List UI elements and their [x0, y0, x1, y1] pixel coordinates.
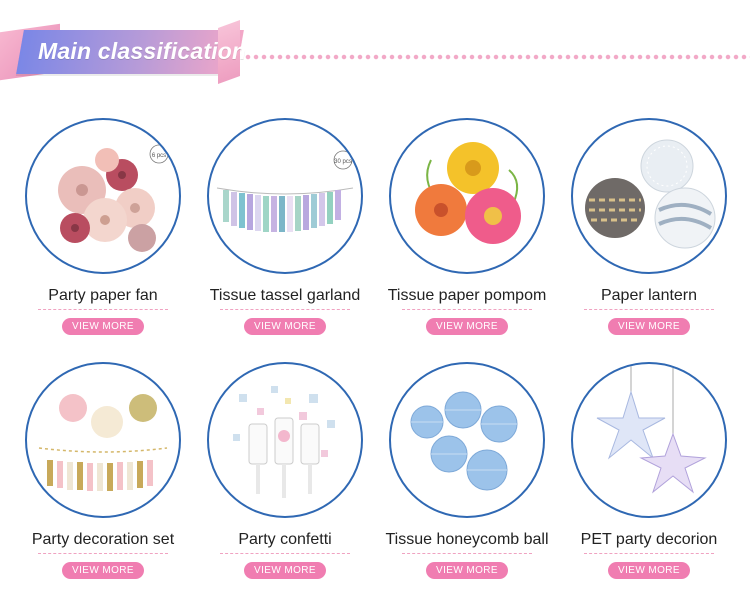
- label-underline: [38, 309, 168, 312]
- product-image-circle[interactable]: [207, 362, 363, 518]
- view-more-button[interactable]: VIEW MORE: [244, 318, 326, 335]
- product-image-circle[interactable]: [389, 362, 545, 518]
- section-title: Main classification: [38, 38, 247, 64]
- product-image-circle[interactable]: [25, 362, 181, 518]
- category-label: Party decoration set: [31, 531, 175, 548]
- category-tissue-paper-pompom[interactable]: Tissue paper pompom VIEW MORE: [377, 118, 557, 335]
- category-label: Party confetti: [238, 531, 332, 548]
- category-party-paper-fan[interactable]: 6 pcs Party paper fan VIEW MORE: [13, 118, 193, 335]
- section-header: Main classification: [0, 0, 750, 100]
- view-more-button[interactable]: VIEW MORE: [62, 318, 144, 335]
- category-label: Tissue honeycomb ball: [385, 531, 549, 548]
- view-more-button[interactable]: VIEW MORE: [244, 562, 326, 579]
- label-underline: [220, 309, 350, 312]
- product-image-circle[interactable]: [571, 118, 727, 274]
- category-label: Party paper fan: [48, 287, 158, 304]
- view-more-button[interactable]: VIEW MORE: [608, 318, 690, 335]
- lantern-illustration: [585, 139, 716, 249]
- category-label: Paper lantern: [600, 287, 698, 304]
- confetti-illustration: [233, 386, 335, 498]
- view-more-button[interactable]: VIEW MORE: [608, 562, 690, 579]
- dotted-divider: [245, 54, 750, 60]
- label-underline: [402, 553, 532, 556]
- pompom-flowers-illustration: [415, 142, 521, 244]
- category-tissue-tassel-garland[interactable]: 30 pcs Tissue tassel garland VIEW MORE: [195, 118, 375, 335]
- label-underline: [584, 309, 714, 312]
- honeycomb-ball-illustration: [410, 391, 518, 491]
- category-label: PET party decorion: [580, 531, 718, 548]
- view-more-button[interactable]: VIEW MORE: [62, 562, 144, 579]
- view-more-button[interactable]: VIEW MORE: [426, 562, 508, 579]
- label-underline: [584, 553, 714, 556]
- label-underline: [402, 309, 532, 312]
- category-party-confetti[interactable]: Party confetti VIEW MORE: [195, 362, 375, 579]
- svg-text:6 pcs: 6 pcs: [152, 153, 166, 159]
- label-underline: [220, 553, 350, 556]
- category-pet-party-decoration[interactable]: PET party decorion VIEW MORE: [559, 362, 739, 579]
- product-image-circle[interactable]: [571, 362, 727, 518]
- product-image-circle[interactable]: 6 pcs: [25, 118, 181, 274]
- category-party-decoration-set[interactable]: Party decoration set VIEW MORE: [13, 362, 193, 579]
- product-image-circle[interactable]: [389, 118, 545, 274]
- category-label: Tissue paper pompom: [387, 287, 547, 304]
- svg-text:30 pcs: 30 pcs: [334, 159, 352, 165]
- label-underline: [38, 553, 168, 556]
- category-label: Tissue tassel garland: [209, 287, 361, 304]
- star-decoration-illustration: [596, 364, 707, 494]
- view-more-button[interactable]: VIEW MORE: [426, 318, 508, 335]
- product-image-circle[interactable]: 30 pcs: [207, 118, 363, 274]
- category-paper-lantern[interactable]: Paper lantern VIEW MORE: [559, 118, 739, 335]
- paper-fan-illustration: 6 pcs: [58, 144, 169, 252]
- tassel-garland-illustration: 30 pcs: [216, 150, 354, 232]
- category-tissue-honeycomb-ball[interactable]: Tissue honeycomb ball VIEW MORE: [377, 362, 557, 579]
- decoration-set-illustration: [38, 394, 168, 491]
